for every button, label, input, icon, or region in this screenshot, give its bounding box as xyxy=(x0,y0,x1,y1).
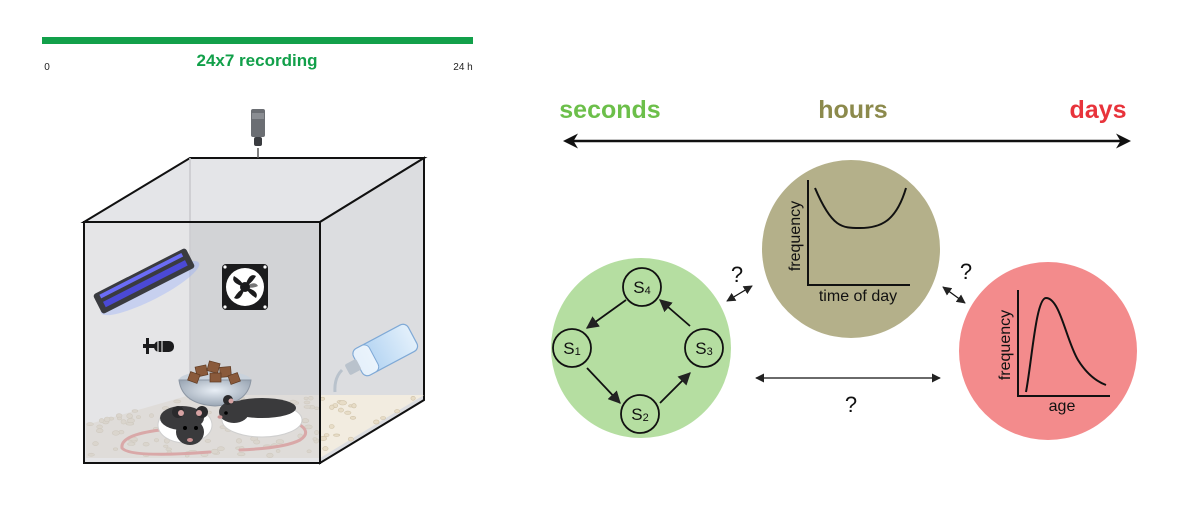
rat-icon xyxy=(120,395,308,456)
bedding-pellet xyxy=(333,433,340,437)
camera-icon xyxy=(251,109,265,146)
bedding-pellet xyxy=(337,407,344,413)
bedding-pellet xyxy=(328,424,335,429)
state-s3-label: S xyxy=(695,339,706,358)
hours-plot: frequency time of day xyxy=(762,160,940,338)
days-plot: frequency age xyxy=(959,262,1137,440)
state-s4-label: S xyxy=(633,278,644,297)
svg-text:S1: S1 xyxy=(563,339,580,358)
water-bottle-icon xyxy=(333,323,419,393)
hours-plot-ylabel: frequency xyxy=(787,201,804,271)
bedding-pellet xyxy=(410,395,416,401)
transition-s1-s2 xyxy=(586,367,621,404)
timescale-days-label: days xyxy=(1070,96,1127,124)
svg-text:S3: S3 xyxy=(695,339,712,358)
bedding-pellet xyxy=(373,419,380,425)
hours-plot-xlabel: time of day xyxy=(819,288,897,305)
fan-icon xyxy=(222,264,268,310)
bedding-pellet xyxy=(329,404,335,410)
timescale-axis: seconds hours days xyxy=(559,96,1131,149)
bedding-pellet xyxy=(344,410,352,415)
timescale-seconds-label: seconds xyxy=(559,96,660,124)
bedding-pellet xyxy=(380,416,386,420)
state-node-s2: S2 xyxy=(620,394,660,434)
days-plot-xlabel: age xyxy=(1049,398,1076,415)
relation-arrow-seconds-hours xyxy=(726,285,753,302)
state-s3-sub: 3 xyxy=(707,346,713,358)
bedding-pellet xyxy=(338,400,347,406)
days-plot-curve xyxy=(1025,296,1107,393)
recording-start-tick: 0 xyxy=(44,62,50,73)
bedding-pellet xyxy=(347,436,354,442)
relation-question-seconds-days: ? xyxy=(845,392,857,417)
transition-s4-s1 xyxy=(585,299,627,329)
days-plot-ylabel: frequency xyxy=(997,310,1014,380)
hours-plot-circle xyxy=(762,160,940,338)
state-s1-sub: 1 xyxy=(575,346,581,358)
relations: ? ? ? xyxy=(726,259,972,417)
hours-plot-curve xyxy=(814,187,907,230)
state-s1-label: S xyxy=(563,339,574,358)
recording-end-tick: 24 h xyxy=(453,62,472,73)
bedding-pellet xyxy=(322,446,329,451)
bedding-pellet xyxy=(349,415,357,420)
uv-lamp-icon xyxy=(93,248,200,316)
state-s2-label: S xyxy=(631,405,642,424)
state-s2-sub: 2 xyxy=(643,412,649,424)
svg-text:S2: S2 xyxy=(631,405,648,424)
state-s4-sub: 4 xyxy=(645,285,651,297)
state-cycle: S4 S1 S3 S2 xyxy=(551,258,731,438)
state-node-s1: S1 xyxy=(552,328,592,368)
recording-bar xyxy=(42,37,473,44)
state-cycle-circle xyxy=(551,258,731,438)
bedding-pellet xyxy=(394,409,400,414)
bedding-pellet xyxy=(323,433,330,438)
recording-timeline: 24x7 recording 0 24 h xyxy=(42,37,473,73)
relation-arrow-hours-days xyxy=(942,286,966,304)
state-node-s3: S3 xyxy=(684,328,724,368)
transition-s3-s4 xyxy=(659,299,691,327)
bedding-pellet xyxy=(351,403,357,409)
microphone-icon xyxy=(143,338,174,354)
recording-label: 24x7 recording xyxy=(197,51,318,70)
state-node-s4: S4 xyxy=(622,267,662,307)
relation-question-hours-days: ? xyxy=(960,259,972,284)
timescale-hours-label: hours xyxy=(818,96,887,124)
transition-s2-s3 xyxy=(659,372,691,404)
svg-text:S4: S4 xyxy=(633,278,650,297)
relation-question-seconds-hours: ? xyxy=(731,262,743,287)
